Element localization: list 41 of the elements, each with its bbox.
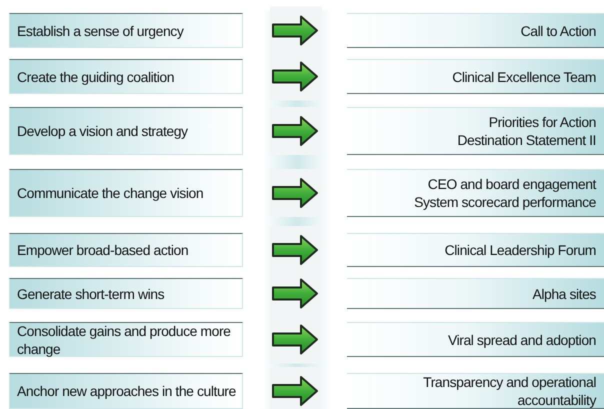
block-arrow [272,324,318,354]
action-box [347,322,604,357]
block-arrow [272,376,318,406]
action-text: CEO and board engagement [428,175,596,193]
action-text: Transparency and operational accountability [422,373,596,409]
step-box [9,169,243,217]
block-arrow [272,235,318,265]
action-box [347,59,604,94]
block-arrow [272,16,318,46]
action-box [347,278,604,309]
action-text: Alpha sites [532,284,596,302]
step-text: Establish a sense of urgency [17,22,184,40]
action-box [347,233,604,267]
step-box [9,13,243,48]
step-text: Create the guiding coalition [17,68,174,86]
step-text: Generate short-term wins [17,284,164,302]
block-arrow [272,62,318,92]
action-text: Priorities for Action [488,113,596,131]
action-box [347,373,604,409]
step-box [9,373,243,409]
action-text: Viral spread and adoption [448,330,596,348]
step-text: Consolidate gains and produce more change [17,322,232,358]
block-arrow [272,116,318,146]
step-text: Develop a vision and strategy [17,122,188,140]
block-arrow [272,278,318,308]
block-arrow [272,178,318,208]
step-box [9,233,243,267]
action-text: Clinical Leadership Forum [444,241,596,259]
step-text: Empower broad-based action [17,241,188,259]
step-box [9,107,243,155]
step-box [9,59,243,94]
step-text: Anchor new approaches in the culture [17,382,236,400]
action-box [347,169,604,217]
action-text: Destination Statement II [457,131,596,149]
action-text: System scorecard performance [414,193,596,211]
action-box [347,107,604,155]
action-text: Call to Action [520,22,596,40]
step-box [9,278,243,309]
step-text: Communicate the change vision [17,184,204,202]
action-text: Clinical Excellence Team [452,68,596,86]
action-box [347,13,604,48]
